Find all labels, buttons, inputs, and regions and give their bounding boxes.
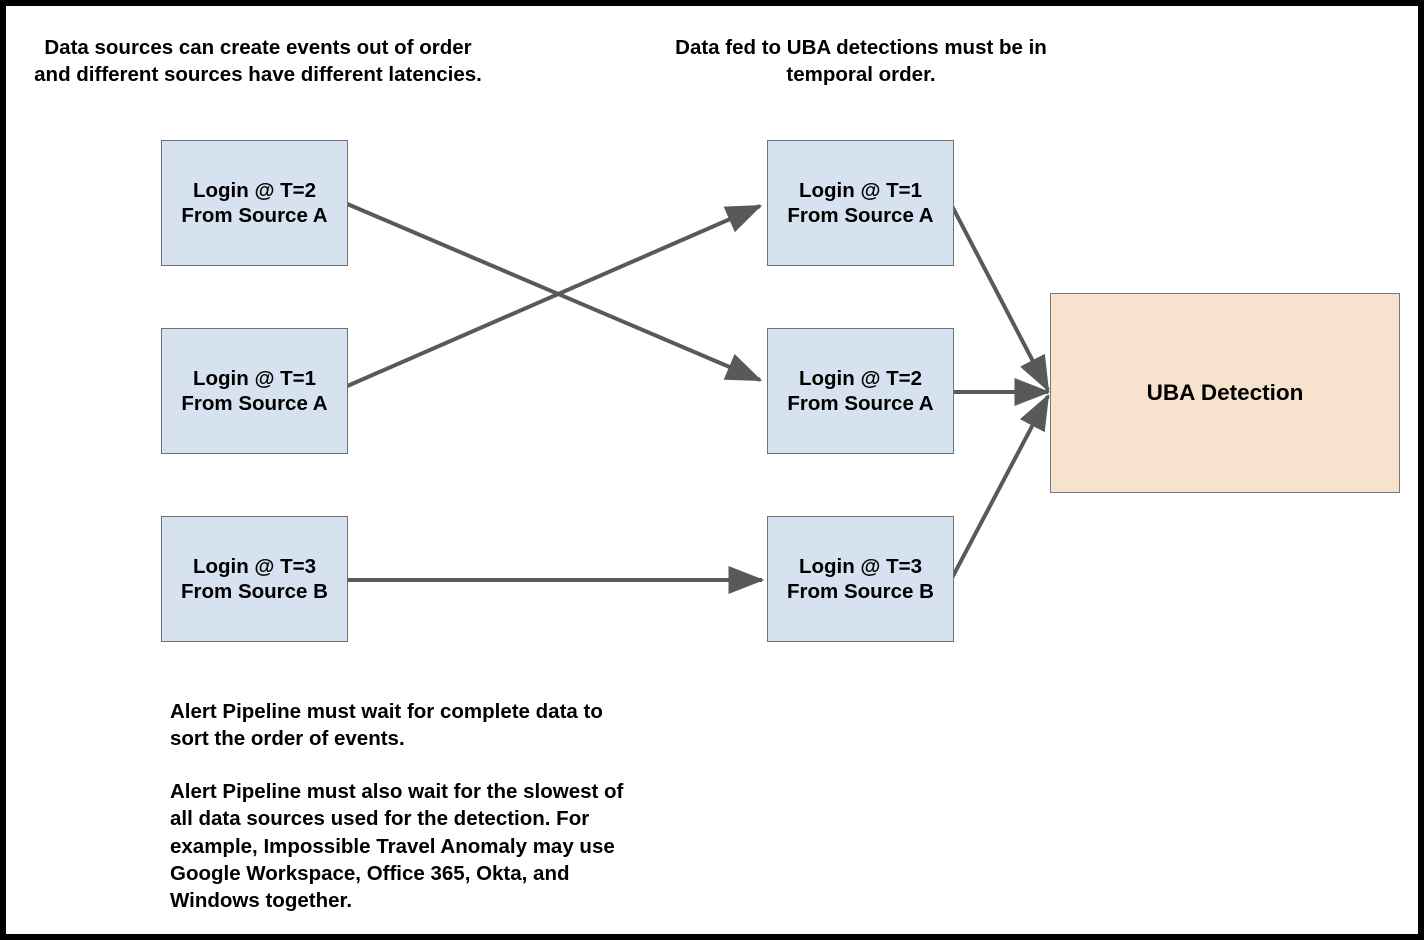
source-login-t2-a[interactable]: Login @ T=2 From Source A	[161, 140, 348, 266]
left-caption-line-1: Data sources can create events out of or…	[44, 36, 472, 59]
edge-t1a-to-ordered-t1a	[344, 204, 763, 389]
source-login-t1-a[interactable]: Login @ T=1 From Source A	[161, 328, 348, 454]
note-slowest-source-line-1: Alert Pipeline must also wait for the sl…	[170, 780, 624, 803]
source-login-t1-a-line-2: From Source A	[181, 392, 328, 415]
note-slowest-source-line-3: example, Impossible Travel Anomaly may u…	[170, 834, 615, 858]
note-sort-order-line-2: sort the order of events.	[170, 727, 405, 751]
source-login-t3-b-line-1: Login @ T=3	[192, 555, 317, 578]
ordered-login-t1-a-line-2: From Source A	[787, 204, 934, 227]
ordered-login-t2-a-line-1: Login @ T=2	[798, 367, 923, 390]
right-caption: Data fed to UBA detections must be in te…	[661, 34, 1061, 89]
edge-ordered-t3b-to-detection	[950, 393, 1050, 579]
ordered-login-t3-b-line-1: Login @ T=3	[798, 555, 923, 578]
note-sort-order: Alert Pipeline must wait for complete da…	[170, 698, 670, 753]
note-sort-order-line-1: Alert Pipeline must wait for complete da…	[170, 700, 603, 723]
ordered-login-t3-b-line-2: From Source B	[787, 580, 934, 603]
ordered-login-t1-a-line-1: Login @ T=1	[798, 179, 923, 202]
ordered-login-t2-a-line-2: From Source A	[787, 392, 934, 415]
right-caption-line-2: temporal order.	[786, 63, 936, 87]
ordered-login-t2-a[interactable]: Login @ T=2 From Source A	[767, 328, 954, 454]
source-login-t2-a-line-1: Login @ T=2	[192, 179, 317, 202]
source-login-t2-a-line-2: From Source A	[181, 204, 328, 227]
source-login-t3-b[interactable]: Login @ T=3 From Source B	[161, 516, 348, 642]
uba-detection-label: UBA Detection	[1146, 380, 1304, 406]
note-slowest-source-line-2: all data sources used for the detection.…	[170, 807, 590, 831]
edge-ordered-t1a-to-detection	[950, 205, 1050, 393]
source-login-t1-a-line-1: Login @ T=1	[192, 367, 317, 390]
edge-t2a-to-ordered-t2a	[344, 201, 763, 382]
source-login-t3-b-line-2: From Source B	[181, 580, 328, 603]
right-caption-line-1: Data fed to UBA detections must be in	[675, 36, 1047, 59]
ordered-login-t1-a[interactable]: Login @ T=1 From Source A	[767, 140, 954, 266]
note-slowest-source: Alert Pipeline must also wait for the sl…	[170, 778, 670, 914]
left-caption-line-2: and different sources have different lat…	[34, 63, 482, 87]
uba-detection[interactable]: UBA Detection	[1050, 293, 1400, 493]
note-slowest-source-line-4: Google Workspace, Office 365, Okta, and	[170, 861, 570, 885]
note-slowest-source-line-5: Windows together.	[170, 889, 353, 912]
ordered-login-t3-b[interactable]: Login @ T=3 From Source B	[767, 516, 954, 642]
left-caption: Data sources can create events out of or…	[28, 34, 488, 89]
